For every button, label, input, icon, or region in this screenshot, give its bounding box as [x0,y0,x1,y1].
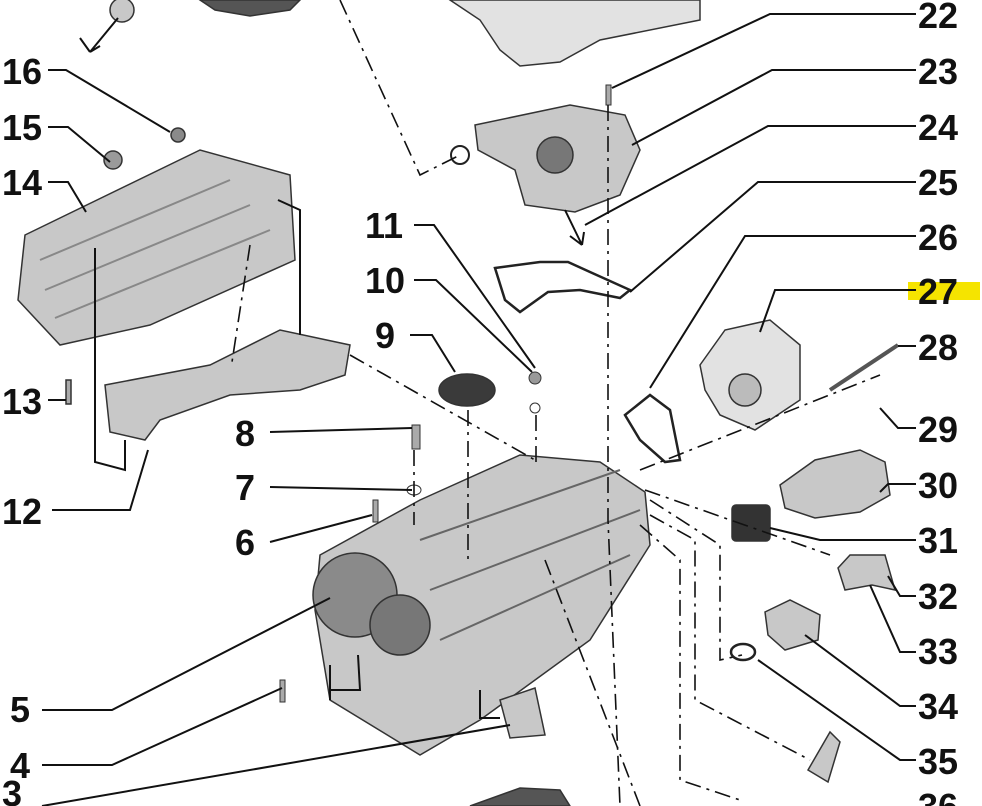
bottom-part [469,787,571,806]
top-cover-part [448,0,701,67]
callout-35: 35 [918,741,958,782]
callout-13: 13 [2,381,42,422]
callout-14: 14 [2,162,42,203]
callout-5: 5 [10,689,30,730]
coolant-housing-port [728,373,762,407]
callout-25: 25 [918,162,958,203]
callout-9: 9 [375,315,395,356]
callout-7: 7 [235,467,255,508]
highlight-27 [908,282,980,300]
oring-part-35 [729,642,757,662]
oil-cap-part-9 [438,373,496,407]
callout-36: 36 [918,786,958,806]
heat-shield-ribs [39,179,271,319]
top-left-fitting-part [109,0,135,23]
callout-32: 32 [918,576,958,617]
callout-27: 27 [918,271,958,312]
cam-gear-part-2 [369,594,431,656]
sensor-part-8 [411,424,421,450]
oring-part-top [450,145,470,165]
heat-shield-part [17,149,296,346]
bracket-part [104,329,351,441]
rod-part-28 [828,343,900,392]
bolt-part-22 [605,84,612,106]
bolt-part-4 [279,679,286,703]
bolt-part-13 [65,379,72,405]
callout-30: 30 [918,465,958,506]
top-left-hose-part [198,0,302,17]
callout-23: 23 [918,51,958,92]
gasket-part-25 [493,260,633,314]
gasket-part-31 [731,504,771,542]
callout-34: 34 [918,686,958,727]
nut-part-15 [103,150,123,170]
clip-part [806,730,841,784]
cylinder-head-camshaft [419,469,641,641]
callout-10: 10 [365,260,405,301]
callout-3: 3 [2,773,22,806]
callout-29: 29 [918,409,958,450]
washer-part-11 [528,371,542,385]
washer-part-10 [529,402,541,414]
callout-8: 8 [235,413,255,454]
dashed-lines [231,0,881,806]
callout-6: 6 [235,522,255,563]
callout-11: 11 [365,205,403,246]
leader-lines [41,13,916,806]
pump-cap-part [536,136,574,174]
callout-31: 31 [918,520,958,561]
valve-part-30 [779,449,891,519]
nut-part-16 [170,127,186,143]
connector-part-34 [764,599,821,651]
callout-22: 22 [918,0,958,36]
callout-33: 33 [918,631,958,672]
bolt-part-6 [372,499,379,523]
callout-12: 12 [2,491,42,532]
cylinder-head-part [314,454,651,756]
bracket-part-32 [837,554,897,591]
callout-26: 26 [918,217,958,258]
callout-24: 24 [918,107,958,148]
callout-4: 4 [10,745,30,786]
gasket-part-26 [623,393,682,464]
callout-16: 16 [2,51,42,92]
callout-15: 15 [2,107,42,148]
callout-28: 28 [918,327,958,368]
